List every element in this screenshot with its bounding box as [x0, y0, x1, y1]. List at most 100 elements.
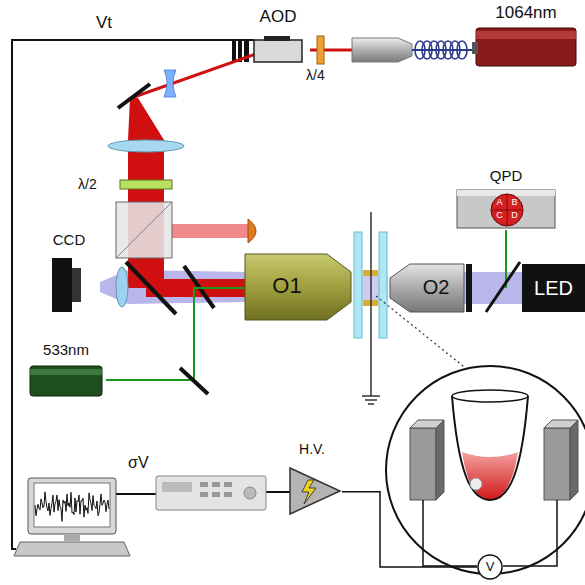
green-beam [106, 288, 250, 380]
electrode-plate [410, 420, 578, 500]
imaging-lens [116, 267, 128, 307]
quarter-wave-plate [317, 36, 324, 64]
electrode-plate [436, 420, 444, 500]
objective-lens-shape [245, 254, 351, 320]
signal-name: Vt [96, 14, 126, 33]
trigger-wire [12, 40, 254, 549]
electrode-wire [370, 212, 372, 396]
electrode-plate [410, 428, 436, 500]
rejected-beam [172, 224, 248, 238]
function-generator [162, 482, 192, 492]
laser-source: 533nm [26, 340, 106, 400]
electrode-wire [423, 500, 477, 566]
signal-wire [266, 491, 290, 493]
function-generator [212, 492, 220, 497]
node-label: 1064nm [472, 4, 580, 23]
node-label: V [477, 560, 503, 574]
function-generator [200, 482, 208, 487]
inset-circle [386, 366, 585, 574]
function-generator [244, 487, 256, 499]
node-label: CCD [40, 232, 98, 249]
laser-source: 1064nm [472, 4, 580, 70]
led-mirror [486, 262, 520, 312]
electrode-wire [503, 500, 557, 566]
green-mirror [180, 368, 208, 394]
quadrant-detector-shape [457, 190, 555, 228]
objective-lens: O1 [245, 250, 357, 324]
node-label: H.V. [282, 442, 342, 457]
aod-crystal: AOD [246, 8, 310, 66]
laser-source-shape [30, 366, 102, 396]
deflected-beam [134, 54, 256, 97]
condenser-lens: O2 [388, 262, 464, 314]
node-label: D [508, 211, 521, 221]
fold-mirror [126, 262, 176, 314]
computer [64, 534, 80, 541]
aod-crystal-shape [254, 40, 302, 62]
hv-amplifier-shape [302, 480, 316, 504]
expanded-beam [128, 98, 250, 297]
beam-splitter-cube [116, 202, 172, 258]
hv-amplifier: H.V. [282, 440, 342, 516]
laser-source-shape [30, 369, 102, 375]
ccd-camera-shape [52, 258, 72, 312]
green-mirror [180, 368, 208, 394]
imaging-lens [116, 267, 128, 307]
function-generator [156, 476, 266, 510]
function-generator [224, 492, 232, 497]
beam-block [232, 40, 236, 62]
half-wave-plate [120, 180, 172, 189]
trap-potential [452, 390, 528, 402]
component-label: λ/2 [78, 177, 112, 192]
electrode-wire [362, 212, 380, 404]
computer [14, 542, 130, 556]
aod-crystal-shape [264, 36, 290, 41]
sample-chamber [379, 232, 387, 338]
electrode-wire [362, 395, 380, 397]
function-generator [212, 482, 220, 487]
laser-source-shape [476, 28, 576, 66]
trigger-wire [12, 40, 254, 549]
trap-potential [452, 396, 528, 500]
quadrant-detector: QPDABCD [455, 168, 557, 232]
laser-source-shape [472, 42, 478, 54]
node-label: AOD [246, 8, 310, 27]
beam-dump [248, 219, 256, 243]
node-label: QPD [455, 168, 557, 185]
fold-mirror [126, 262, 176, 314]
signal-name: σV [128, 454, 158, 472]
computer [34, 483, 110, 527]
function-generator [200, 492, 208, 497]
qpd-beam [506, 230, 507, 288]
convex-lens [108, 140, 184, 152]
fiber-coupler [352, 38, 412, 62]
green-beam [106, 288, 250, 380]
trap-potential [470, 478, 482, 490]
beam-splitter-cube [116, 202, 172, 258]
led-source-shape [522, 264, 585, 312]
trap-potential [462, 452, 518, 500]
node-label: 533nm [26, 342, 106, 359]
electrode-wire [368, 403, 374, 405]
node-label: O1 [245, 274, 329, 298]
rejected-beam [172, 224, 248, 238]
node-label: C [493, 211, 506, 221]
voltmeter-shape [478, 555, 502, 579]
node-label: LED [522, 277, 585, 299]
component-label: λ/4 [306, 68, 338, 83]
signal-wire [116, 493, 156, 495]
electrode-plate [544, 428, 570, 500]
polarizer [466, 264, 472, 312]
computer [14, 478, 130, 556]
convex-lens [108, 140, 184, 152]
optical-fiber [457, 41, 467, 59]
laser-source-shape [476, 31, 576, 39]
node-label: O2 [408, 276, 464, 298]
inset-circle [386, 366, 585, 574]
electrode-wire [365, 399, 377, 401]
beam-dump [248, 219, 256, 243]
function-generator [224, 482, 232, 487]
concave-lens [164, 70, 176, 97]
expanded-beam [128, 98, 164, 140]
